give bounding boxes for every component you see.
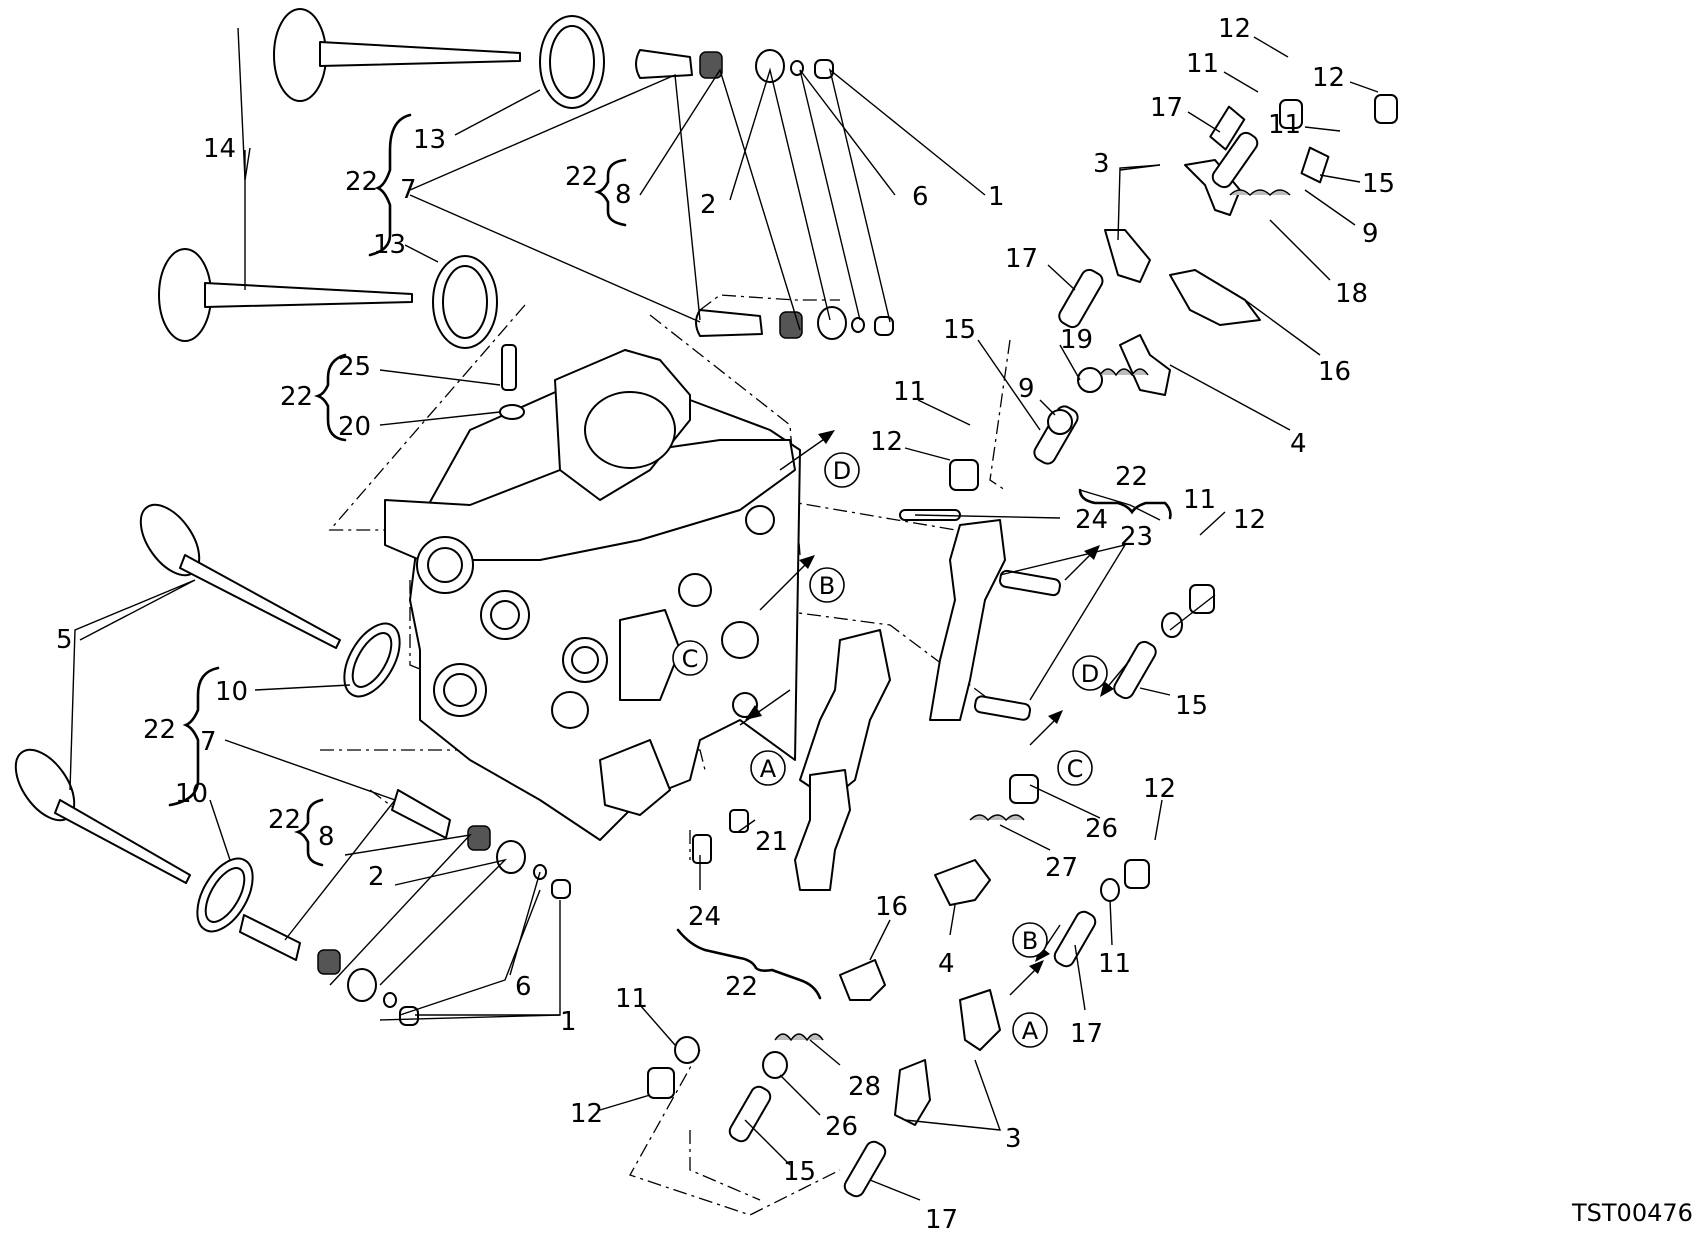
marker-a: A	[750, 750, 786, 786]
valves	[14, 8, 521, 884]
callout-17: 17	[1150, 93, 1183, 123]
callout-14: 14	[203, 134, 236, 164]
section-markers: D B C A D C B A	[672, 452, 1108, 1048]
callout-6: 6	[515, 972, 532, 1002]
rocker-assembly	[499, 94, 1398, 1198]
callout-1: 1	[988, 182, 1005, 212]
callout-15: 15	[783, 1157, 816, 1187]
callout-15: 15	[1362, 169, 1395, 199]
callout-3: 3	[1093, 149, 1110, 179]
callout-17: 17	[1005, 244, 1038, 274]
svg-text:B: B	[819, 572, 835, 600]
svg-text:C: C	[1067, 755, 1084, 783]
callout-11: 11	[1098, 949, 1131, 979]
callout-22: 22	[1115, 462, 1148, 492]
cylinder-head	[384, 349, 801, 841]
callout-22: 22	[725, 972, 758, 1002]
callout-13: 13	[373, 230, 406, 260]
callout-12: 12	[1143, 774, 1176, 804]
callout-9: 9	[1362, 219, 1379, 249]
callout-18: 18	[1335, 279, 1368, 309]
callout-16: 16	[1318, 357, 1351, 387]
marker-c: C	[672, 640, 708, 676]
callout-3: 3	[1005, 1124, 1022, 1154]
callout-22: 22	[345, 167, 378, 197]
marker-d: D	[824, 452, 860, 488]
callout-26: 26	[1085, 814, 1118, 844]
marker-c: C	[1057, 750, 1093, 786]
callout-10: 10	[175, 779, 208, 809]
valve-seats	[196, 15, 605, 933]
diagram-code: TST00476	[1571, 1199, 1693, 1227]
callout-17: 17	[925, 1205, 958, 1235]
marker-b: B	[1012, 922, 1048, 958]
callout-11: 11	[1183, 485, 1216, 515]
callout-22: 22	[565, 162, 598, 192]
callout-15: 15	[943, 315, 976, 345]
callout-20: 20	[338, 412, 371, 442]
callout-23: 23	[1120, 522, 1153, 552]
callout-4: 4	[1290, 429, 1307, 459]
callout-5: 5	[56, 625, 73, 655]
svg-text:D: D	[833, 457, 851, 485]
callout-12: 12	[870, 427, 903, 457]
callout-8: 8	[615, 180, 632, 210]
callout-7: 7	[400, 175, 417, 205]
marker-b: B	[809, 567, 845, 603]
callout-13: 13	[413, 125, 446, 155]
callout-11: 11	[615, 984, 648, 1014]
callout-12: 12	[570, 1099, 603, 1129]
callout-26: 26	[825, 1112, 858, 1142]
callout-27: 27	[1045, 853, 1078, 883]
svg-text:D: D	[1081, 660, 1099, 688]
svg-text:B: B	[1022, 927, 1038, 955]
callout-22: 22	[143, 715, 176, 745]
callout-16: 16	[875, 892, 908, 922]
svg-text:A: A	[1022, 1017, 1039, 1045]
leader-lines	[69, 27, 1379, 1201]
callout-24: 24	[1075, 505, 1108, 535]
callout-1: 1	[560, 1007, 577, 1037]
callout-25: 25	[338, 352, 371, 382]
callout-2: 2	[368, 862, 385, 892]
marker-d: D	[1072, 655, 1108, 691]
svg-text:C: C	[682, 645, 699, 673]
callout-8: 8	[318, 822, 335, 852]
callout-28: 28	[848, 1072, 881, 1102]
callout-7: 7	[200, 727, 217, 757]
callout-22: 22	[268, 805, 301, 835]
callout-12: 12	[1233, 505, 1266, 535]
callout-11: 11	[1268, 110, 1301, 140]
callout-10: 10	[215, 677, 248, 707]
callout-17: 17	[1070, 1019, 1103, 1049]
group-braces	[168, 113, 1172, 1000]
callout-15: 15	[1175, 691, 1208, 721]
callout-6: 6	[912, 182, 929, 212]
callout-21: 21	[755, 827, 788, 857]
callout-12: 12	[1312, 63, 1345, 93]
callout-11: 11	[1186, 49, 1219, 79]
callout-labels: 12 11 12 17 11 15 3 9 18 16 17 19 15 11 …	[56, 14, 1395, 1235]
callout-19: 19	[1060, 325, 1093, 355]
callout-4: 4	[938, 949, 955, 979]
callout-22: 22	[280, 382, 313, 412]
callout-12: 12	[1218, 14, 1251, 44]
callout-9: 9	[1018, 374, 1035, 404]
marker-a: A	[1012, 1012, 1048, 1048]
svg-text:A: A	[760, 755, 777, 783]
callout-2: 2	[700, 190, 717, 220]
callout-24: 24	[688, 902, 721, 932]
callout-11: 11	[893, 377, 926, 407]
